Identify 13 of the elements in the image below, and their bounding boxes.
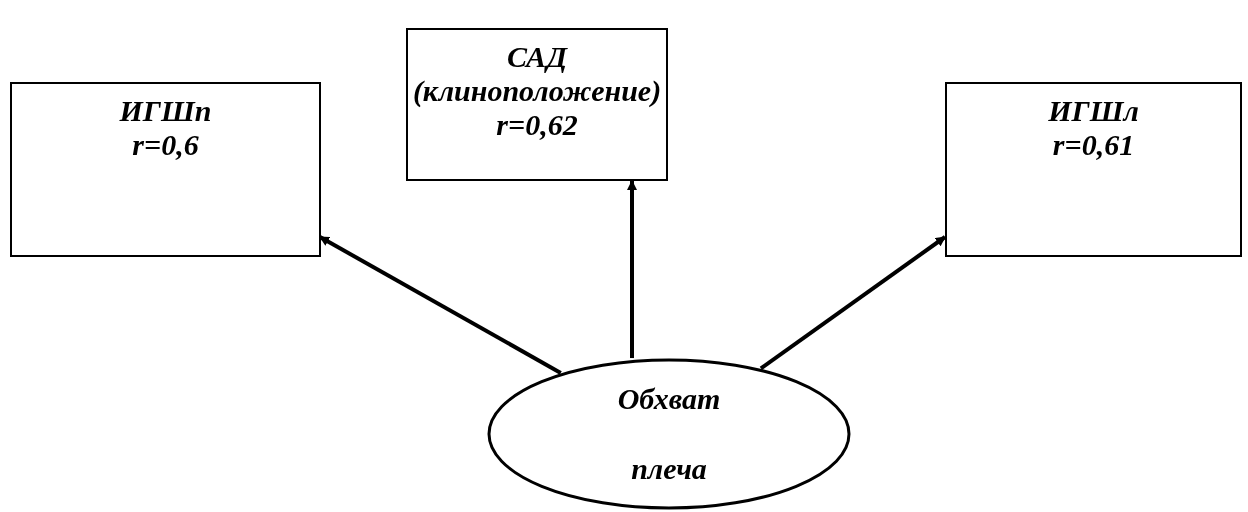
correlation-value: r=0,6 bbox=[131, 128, 200, 162]
node-label: САД (клиноположение) bbox=[411, 40, 663, 108]
text-box bbox=[406, 28, 668, 181]
node-label: Обхват плеча bbox=[616, 381, 722, 487]
correlation-value: r=0,62 bbox=[495, 108, 579, 142]
arrow bbox=[759, 235, 947, 371]
correlation-value: r=0,61 bbox=[1051, 128, 1136, 162]
node-label: ИГШл bbox=[1047, 94, 1140, 128]
text-box bbox=[10, 82, 321, 257]
ellipse-node bbox=[487, 358, 851, 510]
text-box bbox=[945, 82, 1242, 257]
arrow bbox=[627, 180, 637, 359]
node-label: ИГШп bbox=[118, 94, 213, 128]
